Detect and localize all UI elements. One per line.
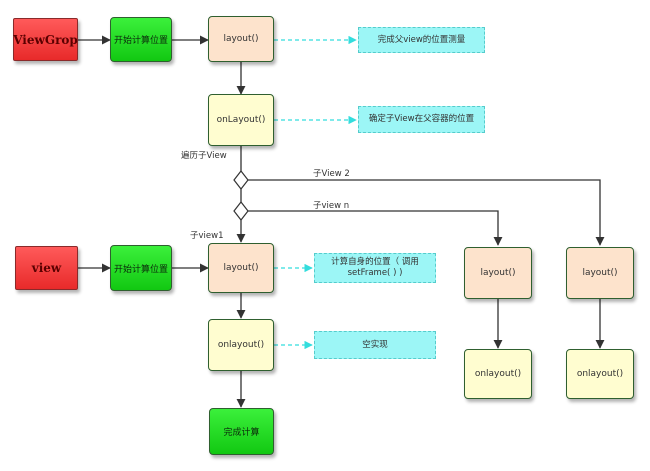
onlayout-node-child-n: onlayout() [464,349,532,399]
start-calc-node-bottom: 开始计算位置 [110,245,172,291]
decision-diamond-2 [233,201,249,221]
layout-label-child: layout() [223,263,259,273]
calc-self-note-line2: setFrame( ) ) [347,268,403,278]
child-view-1-label: 子view1 [190,231,224,241]
iterate-children-label: 遍历子View [181,151,227,161]
calc-self-note-line1: 计算自身的位置（ 调用 [331,257,419,267]
empty-impl-note: 空实现 [314,331,436,359]
done-calc-label: 完成计算 [223,428,260,438]
onlayout-label-child: onlayout() [217,340,265,350]
empty-impl-note-text: 空实现 [362,339,388,350]
onlayout-label-child-n: onlayout() [474,369,522,379]
viewgroup-node: ViewGrop [13,18,78,61]
measure-parent-note: 完成父view的位置测量 [358,27,485,53]
layout-label-child-2: layout() [582,268,618,278]
onlayout-node-top: onLayout() [208,94,274,146]
layout-label-child-n: layout() [480,268,516,278]
position-in-parent-note: 确定子View在父容器的位置 [358,106,485,133]
calc-self-note: 计算自身的位置（ 调用 setFrame( ) ) [314,253,436,283]
child-view-2-label: 子View 2 [313,169,350,179]
measure-parent-note-text: 完成父view的位置测量 [377,34,466,45]
done-calc-node: 完成计算 [209,408,274,455]
start-calc-node-top: 开始计算位置 [110,17,172,62]
branch-child-view-2 [248,179,605,246]
view-node: view [15,246,78,290]
decision-diamond-1 [233,170,249,190]
onlayout-node-child-2: onlayout() [566,349,634,399]
position-in-parent-note-text: 确定子View在父容器的位置 [368,114,475,124]
start-calc-label-top: 开始计算位置 [113,36,168,46]
start-calc-label-bottom: 开始计算位置 [113,264,168,275]
layout-node-child-n: layout() [464,247,532,299]
layout-label-top: layout() [223,34,259,44]
layout-node-top: layout() [208,16,274,62]
view-label: view [31,261,62,275]
onlayout-label-child-2: onlayout() [576,369,624,379]
branch-child-view-n [248,210,503,246]
child-view-n-label: 子view n [313,201,350,211]
layout-node-child-2: layout() [566,247,634,299]
layout-node-child: layout() [208,243,274,293]
onlayout-node-child: onlayout() [208,319,274,371]
onlayout-label-top: onLayout() [216,115,266,125]
viewgroup-label: ViewGrop [13,32,78,47]
